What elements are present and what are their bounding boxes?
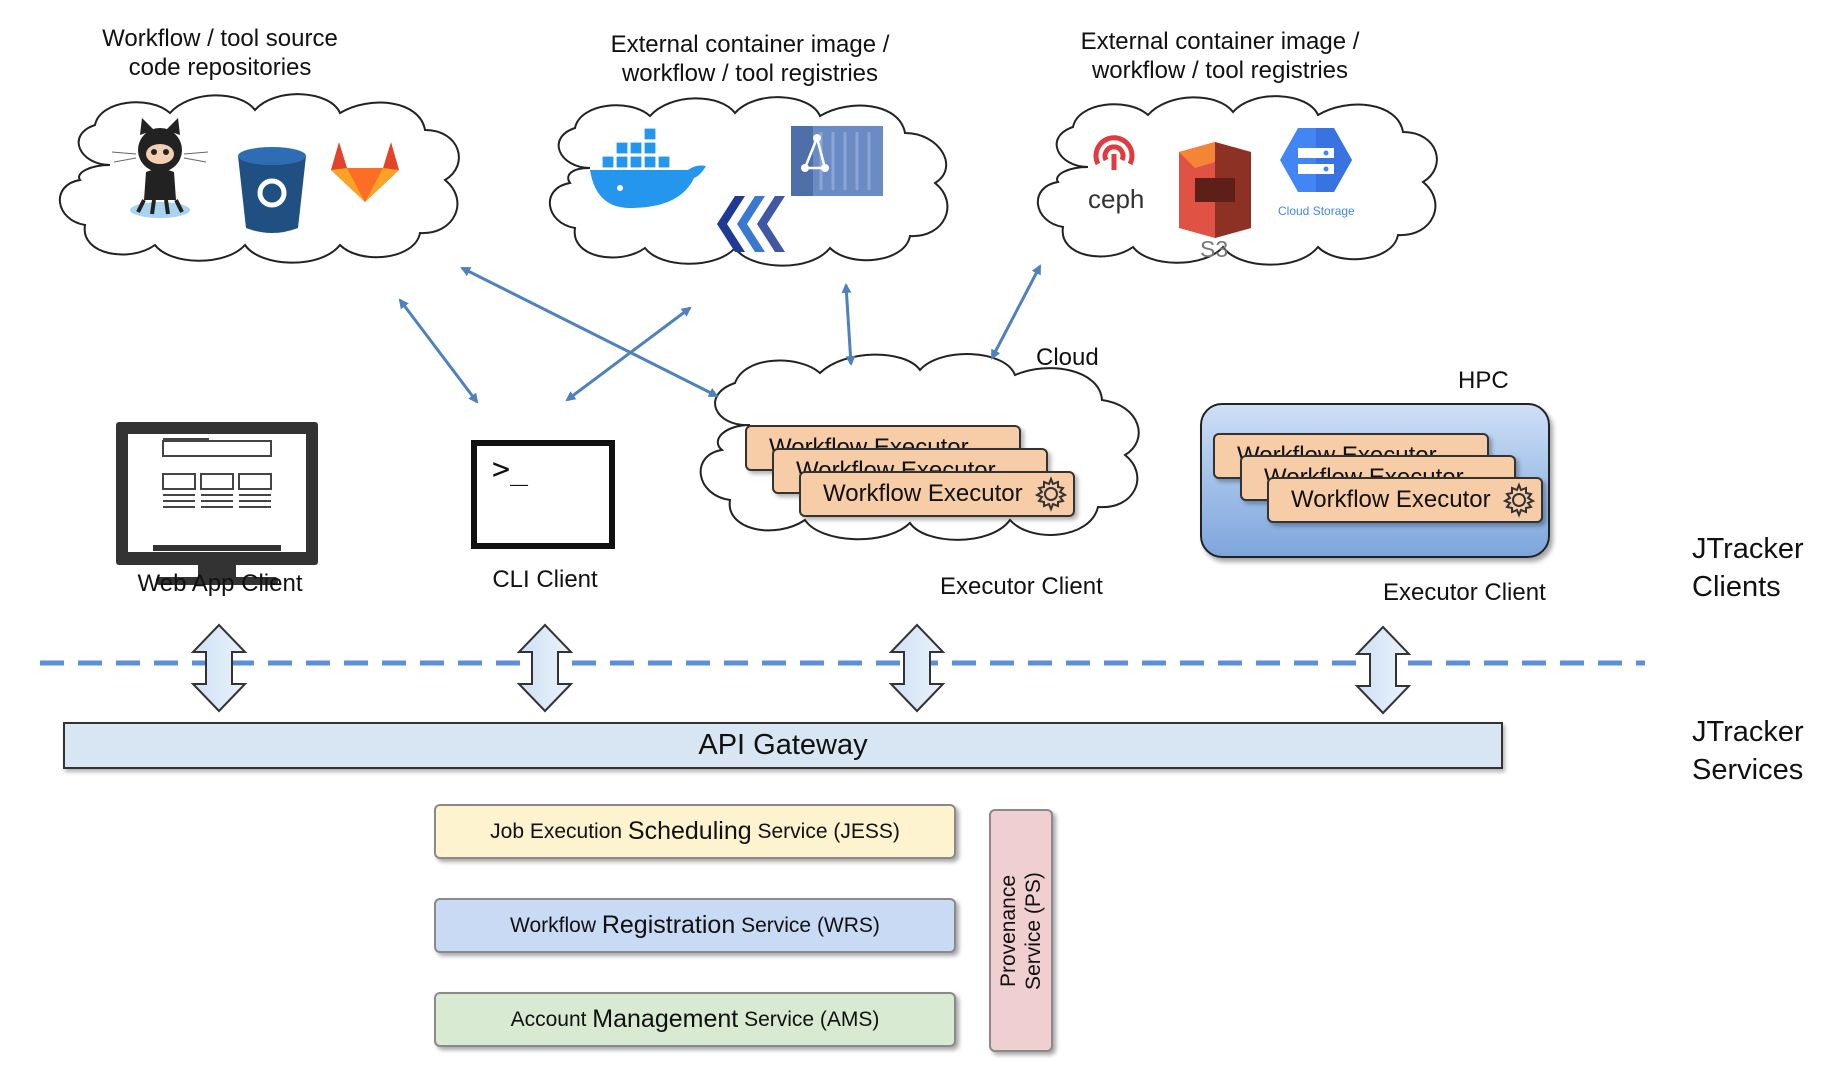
arrow-registries-to-cli bbox=[565, 306, 692, 402]
gateway-arrow-hpc bbox=[1354, 625, 1412, 715]
jess-big: Scheduling bbox=[627, 817, 752, 845]
cloud-storage-label: Cloud Storage bbox=[1278, 204, 1355, 218]
jess-post: Service (JESS) bbox=[751, 819, 900, 843]
hpc-executor-card-front: Workflow Executor bbox=[1267, 477, 1543, 523]
workflow-executor-card-front: Workflow Executor bbox=[799, 471, 1075, 517]
arrow-source-to-executor bbox=[460, 266, 719, 398]
github-octocat-icon bbox=[111, 118, 209, 218]
ceph-icon bbox=[1093, 135, 1135, 170]
ams-big: Management bbox=[592, 1005, 739, 1033]
cli-terminal-icon bbox=[471, 440, 615, 549]
storage-registries-title: External container image / workflow / to… bbox=[1080, 28, 1360, 85]
hpc-label: HPC bbox=[1458, 367, 1509, 394]
jtracker-services-label: JTracker Services bbox=[1692, 716, 1804, 786]
arrow-registries-to-executor bbox=[841, 283, 856, 366]
api-gateway: API Gateway bbox=[63, 722, 1503, 769]
gear-icon bbox=[1034, 476, 1068, 512]
ams-pre: Account bbox=[510, 1007, 593, 1031]
gateway-arrow-web bbox=[190, 623, 248, 713]
source-repos-title: Workflow / tool source code repositories bbox=[102, 25, 338, 82]
cloud-label: Cloud bbox=[1036, 344, 1099, 371]
wrs-service: Workflow Registration Service (WRS) bbox=[434, 898, 956, 953]
hpc-executor-client-label: Executor Client bbox=[1383, 579, 1546, 606]
jtracker-clients-label: JTracker Clients bbox=[1692, 533, 1804, 603]
workflow-executor-label: Workflow Executor bbox=[823, 480, 1023, 507]
arrow-storage-to-executor bbox=[990, 264, 1042, 360]
gear-icon bbox=[1502, 482, 1536, 518]
wrs-post: Service (WRS) bbox=[735, 913, 880, 937]
bitbucket-icon bbox=[238, 147, 306, 233]
cli-client-label: CLI Client bbox=[492, 566, 598, 593]
ams-post: Service (AMS) bbox=[738, 1007, 880, 1031]
docker-icon bbox=[590, 127, 706, 208]
cli-prompt: >_ bbox=[492, 452, 529, 487]
ams-service: Account Management Service (AMS) bbox=[434, 992, 956, 1047]
wrs-pre: Workflow bbox=[510, 913, 602, 937]
gateway-arrows bbox=[190, 623, 1412, 715]
quay-icon bbox=[717, 196, 785, 252]
hpc-workflow-executor-label: Workflow Executor bbox=[1291, 486, 1491, 513]
container-registry-icon bbox=[791, 126, 883, 196]
jess-pre: Job Execution bbox=[490, 819, 628, 843]
provenance-service-label: Provenance Service (PS) bbox=[996, 871, 1045, 990]
gateway-arrow-cli bbox=[516, 623, 574, 713]
s3-icon bbox=[1179, 142, 1251, 238]
gitlab-icon bbox=[331, 142, 399, 202]
connection-arrows bbox=[398, 264, 1042, 404]
jess-service: Job Execution Scheduling Service (JESS) bbox=[434, 804, 956, 859]
cloud-storage-icon bbox=[1280, 128, 1352, 192]
gateway-arrow-cloud bbox=[888, 623, 946, 713]
s3-label: S3 bbox=[1200, 236, 1229, 262]
provenance-service: Provenance Service (PS) bbox=[989, 809, 1053, 1052]
wrs-big: Registration bbox=[601, 911, 736, 939]
web-app-client-label: Web App Client bbox=[137, 570, 303, 597]
cloud-executor-client-label: Executor Client bbox=[940, 573, 1103, 600]
arrow-source-to-cli bbox=[398, 298, 479, 404]
web-app-monitor-icon bbox=[116, 422, 318, 585]
ceph-label: ceph bbox=[1088, 184, 1145, 214]
container-registries-title: External container image / workflow / to… bbox=[610, 31, 890, 88]
